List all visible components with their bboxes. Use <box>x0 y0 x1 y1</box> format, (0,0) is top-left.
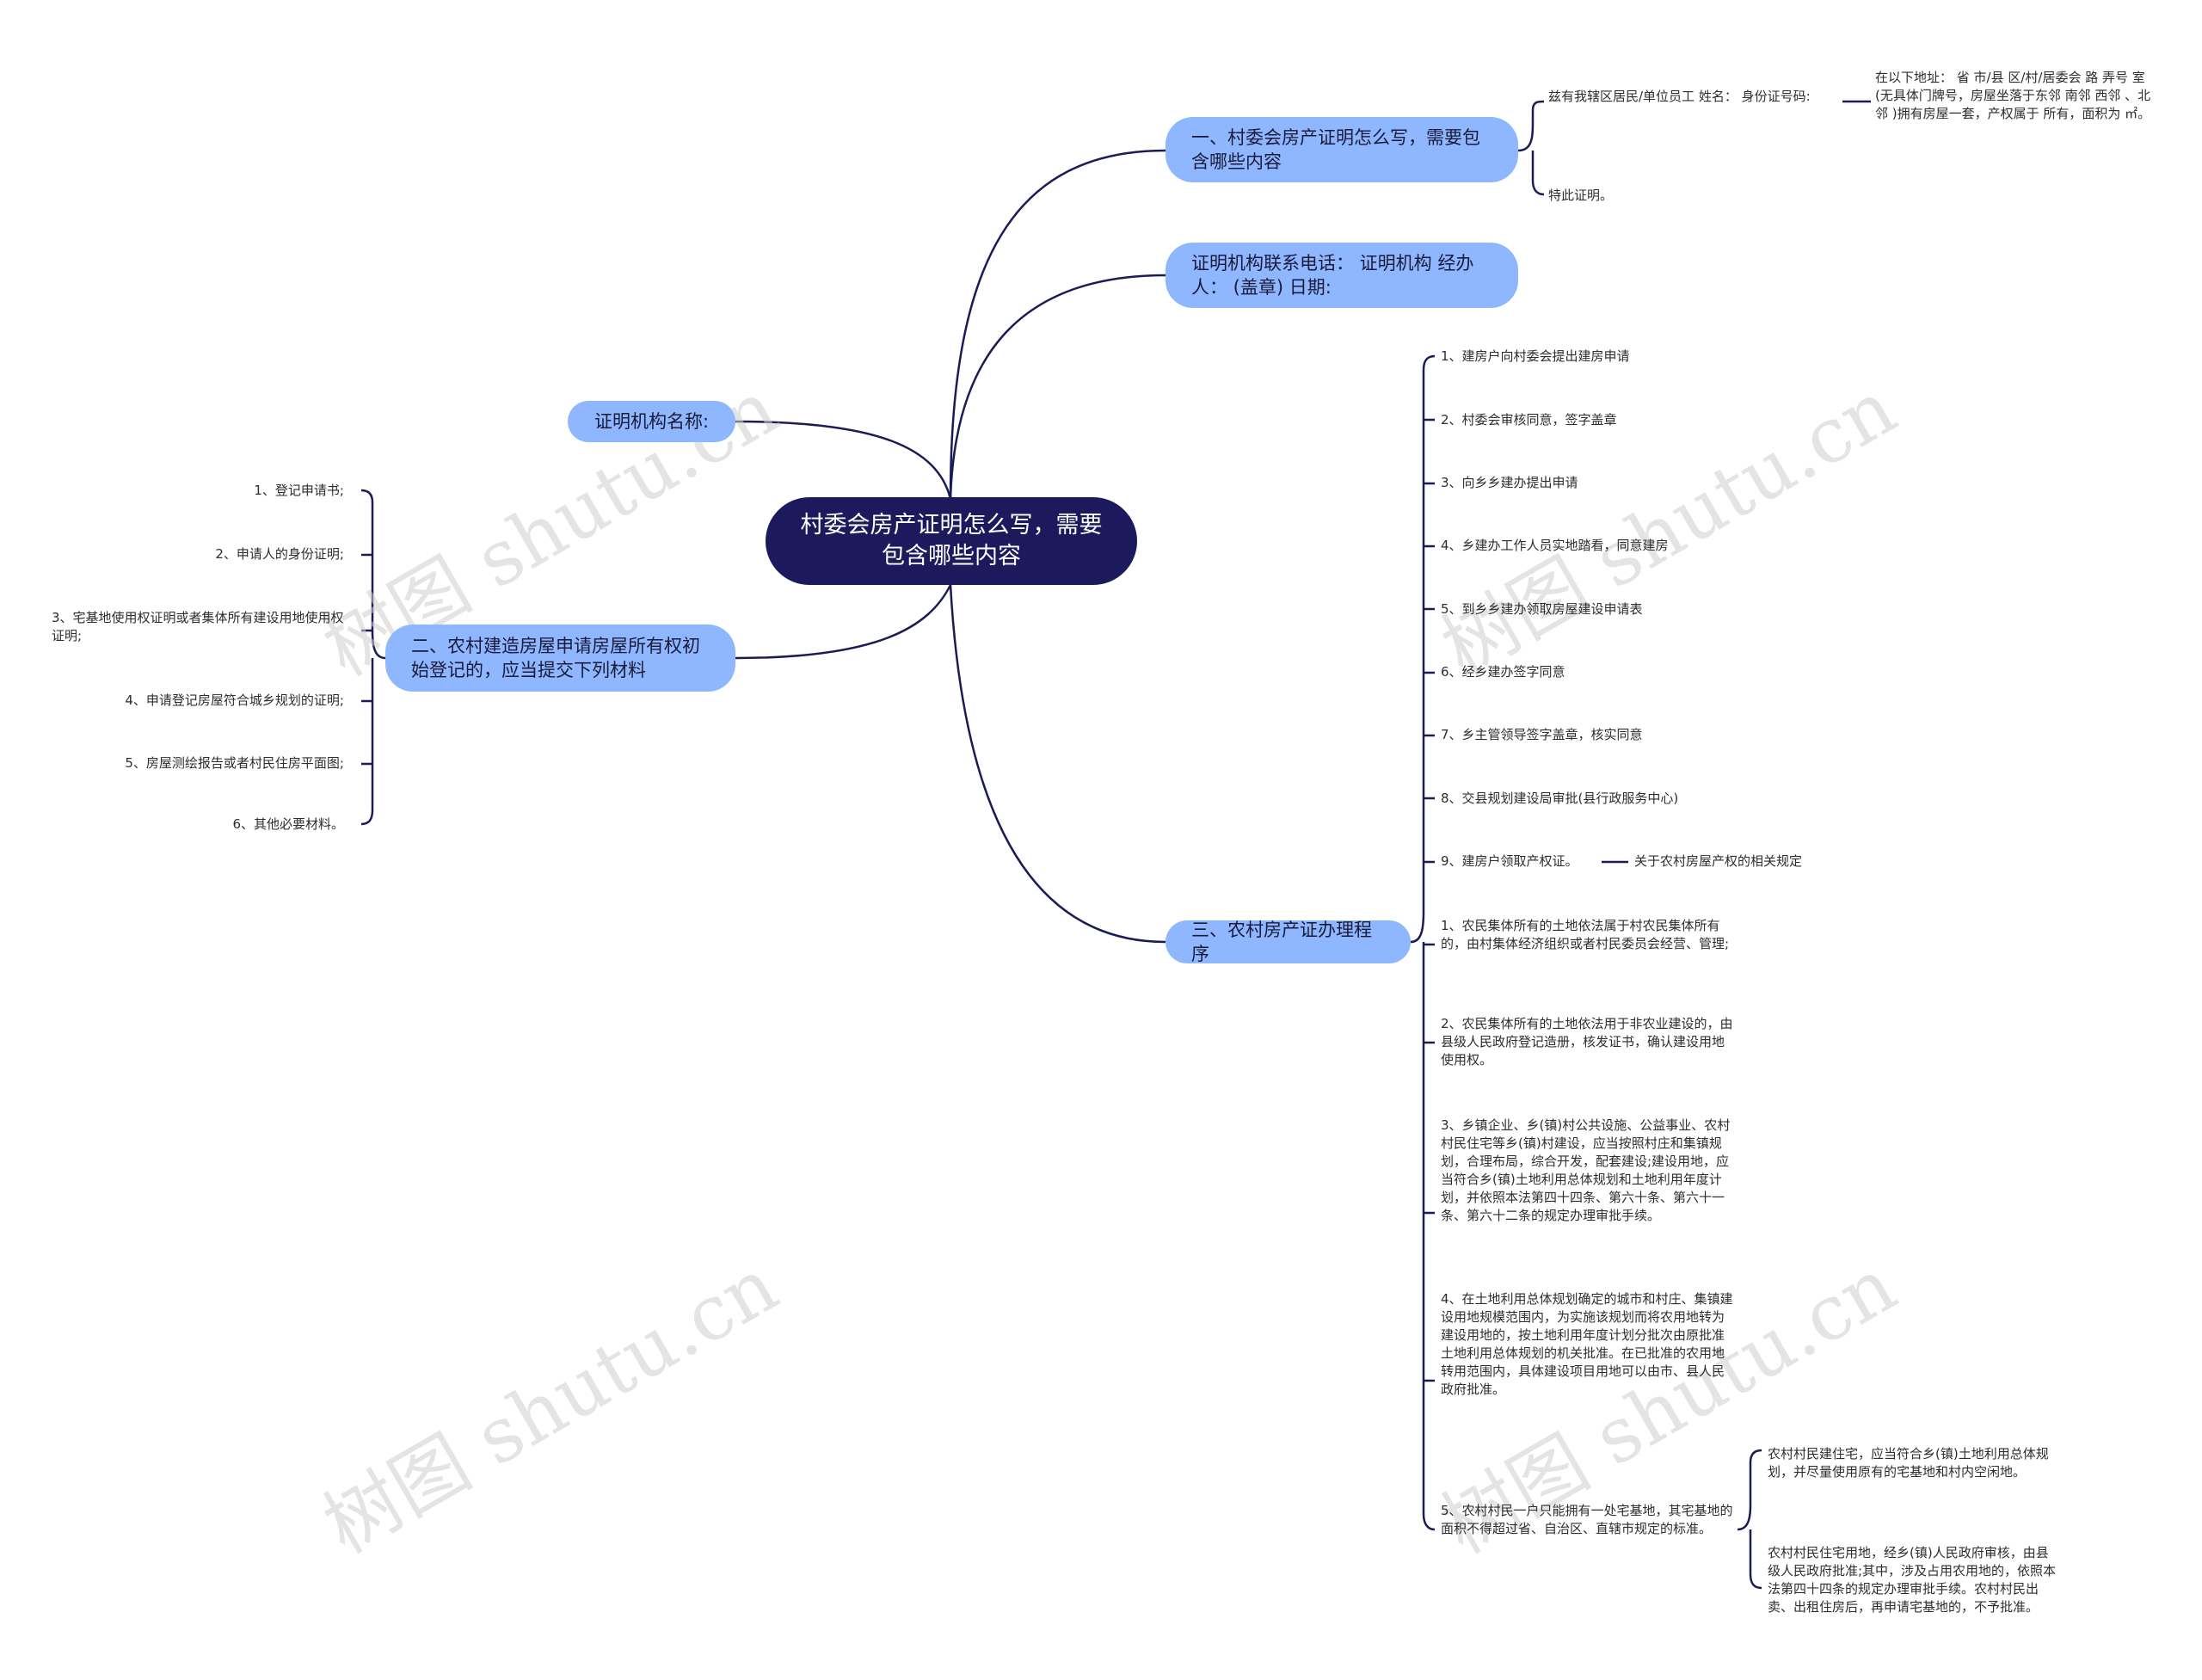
b3-step-1: 1、建房户向村委会提出建房申请 <box>1441 348 1630 364</box>
branch-b3-label: 三、农村房产证办理程序 <box>1191 920 1372 964</box>
b5-material-6: 6、其他必要材料。 <box>232 816 344 832</box>
branch-b3[interactable]: 三、农村房产证办理程序 <box>1166 920 1411 964</box>
b3-rule-5-detail-1: 农村村民建住宅，应当符合乡(镇)土地利用总体规划，并尽量使用原有的宅基地和村内空… <box>1768 1446 2049 1480</box>
b3-step-3: 3、向乡乡建办提出申请 <box>1441 475 1578 490</box>
bracket-b3-ticks <box>1424 418 1435 1382</box>
b5-material-4: 4、申请登记房屋符合城乡规划的证明; <box>125 692 344 708</box>
link-root-b3 <box>949 584 1166 944</box>
b5-material-1: 1、登记申请书; <box>254 483 344 498</box>
b1-child-closing: 特此证明。 <box>1548 188 1614 203</box>
link-root-b1 <box>949 149 1166 500</box>
branch-b5-label: 二、农村建造房屋申请房屋所有权初始登记的，应当提交下列材料 <box>411 636 700 680</box>
branch-b1[interactable]: 一、村委会房产证明怎么写，需要包含哪些内容 <box>1166 117 1518 182</box>
branch-b4-label: 证明机构名称: <box>594 411 710 432</box>
b3-rule-2: 2、农民集体所有的土地依法用于非农业建设的，由县级人民政府登记造册，核发证书，确… <box>1441 1016 1733 1068</box>
branch-b4[interactable]: 证明机构名称: <box>568 401 735 442</box>
b1-child-address-detail: 在以下地址： 省 市/县 区/村/居委会 路 弄号 室(无具体门牌号，房屋坐落于… <box>1875 70 2151 121</box>
branch-b2[interactable]: 证明机构联系电话： 证明机构 经办人： (盖章) 日期: <box>1166 243 1518 308</box>
b3-step-4: 4、乡建办工作人员实地踏看，同意建房 <box>1441 538 1669 553</box>
b3-step-8: 8、交县规划建设局审批(县行政服务中心) <box>1441 791 1679 806</box>
b3-rule-5: 5、农村村民一户只能拥有一处宅基地，其宅基地的面积不得超过省、自治区、直辖市规定… <box>1441 1503 1733 1536</box>
branch-b2-label: 证明机构联系电话： 证明机构 经办人： (盖章) 日期: <box>1191 253 1474 298</box>
b5-material-2: 2、申请人的身份证明; <box>215 546 344 562</box>
link-root-b5 <box>735 584 952 660</box>
bracket-b3 <box>1410 354 1436 1531</box>
b3-rule-3: 3、乡镇企业、乡(镇)村公共设施、公益事业、农村村民住宅等乡(镇)村建设，应当按… <box>1441 1117 1731 1223</box>
branch-b1-label: 一、村委会房产证明怎么写，需要包含哪些内容 <box>1191 127 1480 172</box>
b3-step-7: 7、乡主管领导签字盖章，核实同意 <box>1441 727 1643 742</box>
root-node[interactable]: 村委会房产证明怎么写，需要包含哪些内容 <box>766 497 1137 585</box>
b3-step-9: 9、建房户领取产权证。 <box>1441 853 1578 869</box>
bracket-b1 <box>1517 100 1545 196</box>
root-label: 村委会房产证明怎么写，需要包含哪些内容 <box>800 512 1103 569</box>
link-root-b2 <box>949 274 1166 500</box>
b3-step-5: 5、到乡乡建办领取房屋建设申请表 <box>1441 601 1643 617</box>
b3-step-2: 2、村委会审核同意，签字盖章 <box>1441 412 1617 428</box>
bracket-b3-item5 <box>1737 1449 1762 1590</box>
b5-material-3: 3、宅基地使用权证明或者集体所有建设用地使用权证明; <box>52 610 344 643</box>
b3-step-9-detail: 关于农村房屋产权的相关规定 <box>1634 853 1803 869</box>
b3-rule-1: 1、农民集体所有的土地依法属于村农民集体所有的，由村集体经济组织或者村民委员会经… <box>1441 918 1730 951</box>
bracket-b5-ticks <box>361 553 372 766</box>
b5-material-5: 5、房屋测绘报告或者村民住房平面图; <box>125 755 344 771</box>
b1-child-identity: 兹有我辖区居民/单位员工 姓名： 身份证号码: <box>1548 89 1811 104</box>
b3-rule-4: 4、在土地利用总体规划确定的城市和村庄、集镇建设用地规模范围内，为实施该规划而将… <box>1441 1291 1733 1397</box>
b3-step-6: 6、经乡建办签字同意 <box>1441 664 1565 680</box>
link-root-b4 <box>735 420 952 500</box>
branch-b5[interactable]: 二、农村建造房屋申请房屋所有权初始登记的，应当提交下列材料 <box>385 625 735 692</box>
b3-rule-5-detail-2: 农村村民住宅用地，经乡(镇)人民政府审核，由县级人民政府批准;其中，涉及占用农用… <box>1768 1545 2057 1615</box>
bracket-b5 <box>360 489 386 826</box>
